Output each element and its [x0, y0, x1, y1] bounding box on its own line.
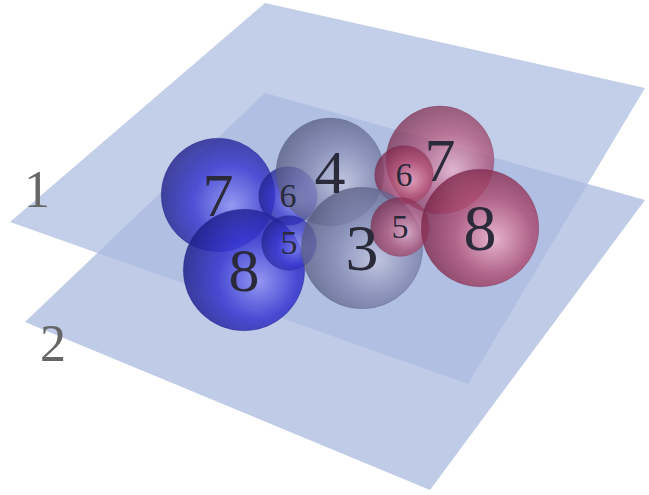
sphere: 7: [160, 137, 276, 253]
plane-1: [10, 3, 645, 384]
plane-label: 2: [40, 318, 66, 370]
sphere-number: 6: [258, 166, 318, 226]
sphere-number: 4: [275, 117, 385, 227]
sphere-number: 7: [160, 137, 276, 253]
sphere-number: 3: [300, 186, 424, 310]
sphere-number: 8: [420, 168, 540, 288]
sphere: 3: [300, 186, 424, 310]
plane-label: 1: [24, 164, 50, 216]
sphere: 8: [420, 168, 540, 288]
sphere: 6: [374, 145, 434, 205]
sphere-number: 6: [374, 145, 434, 205]
sphere: 5: [261, 215, 317, 271]
sphere-number: 5: [261, 215, 317, 271]
sphere: 5: [370, 197, 430, 257]
sphere-number: 5: [370, 197, 430, 257]
sphere: 4: [275, 117, 385, 227]
sphere: 6: [258, 166, 318, 226]
